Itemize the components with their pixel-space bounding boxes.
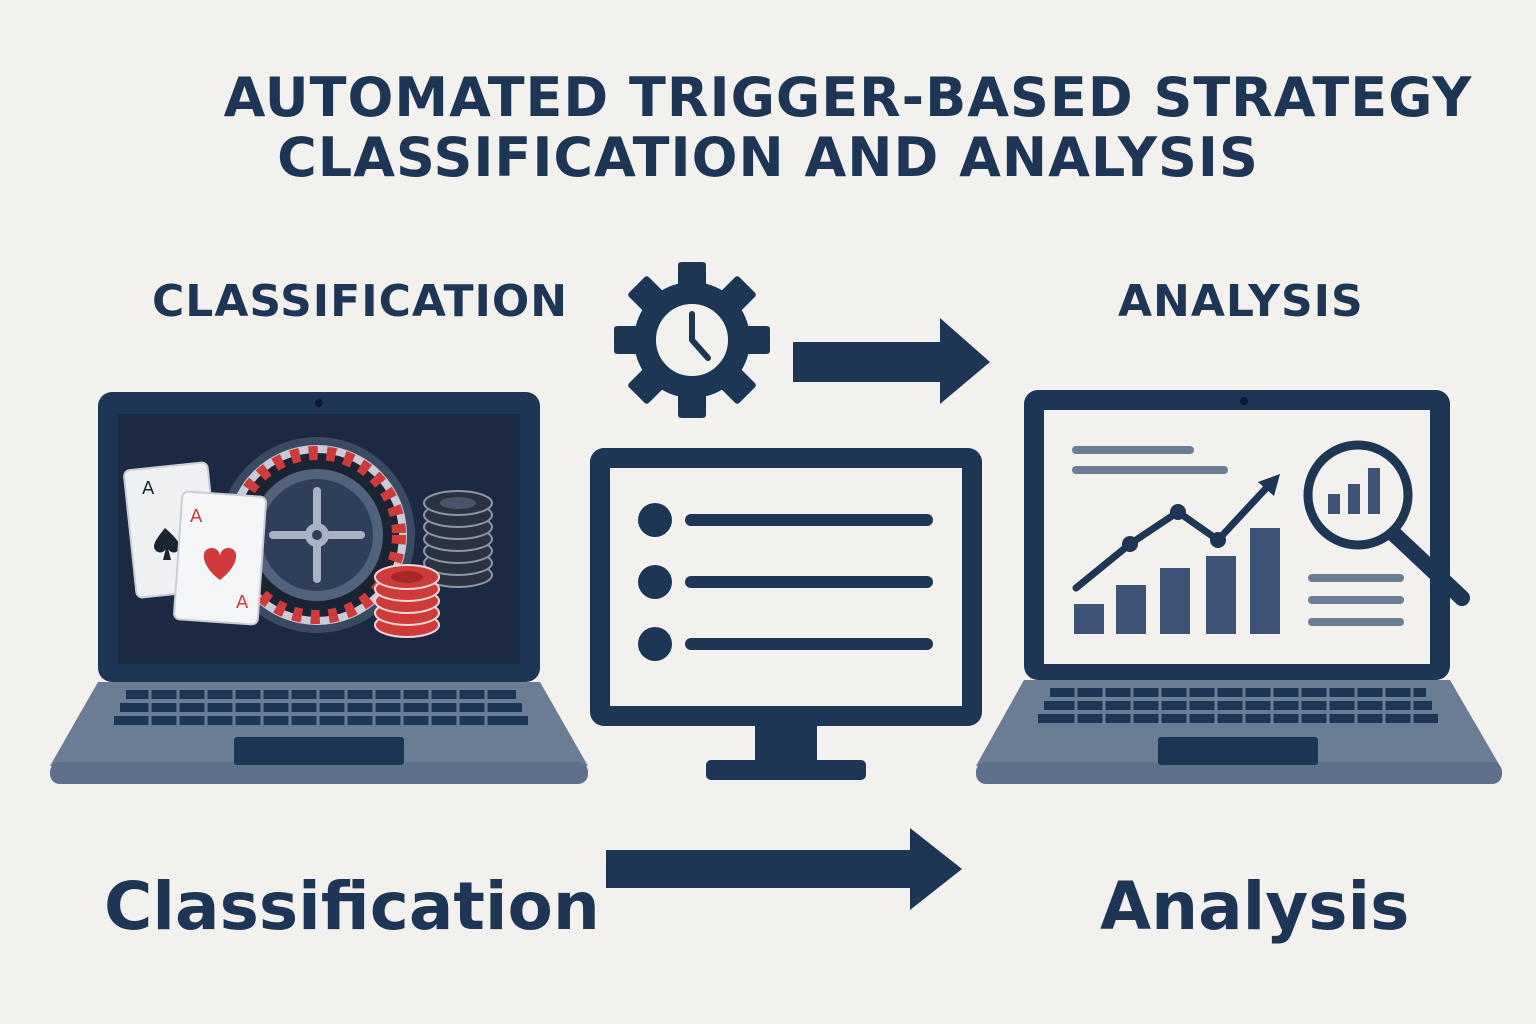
arrow-right-icon [606, 828, 962, 910]
gear-clock-icon [614, 262, 770, 418]
page-title: AUTOMATED TRIGGER-BASED STRATEGY CLASSIF… [0, 68, 1536, 188]
center-monitor [590, 448, 982, 780]
classification-label: Classification [104, 868, 600, 945]
card-rank: A [142, 478, 155, 499]
analysis-heading: ANALYSIS [1118, 276, 1364, 327]
magnifier-bar-chart-icon [1303, 440, 1470, 606]
title-line-1: AUTOMATED TRIGGER-BASED STRATEGY [223, 66, 1473, 129]
list-icon [638, 503, 933, 661]
arrow-right-icon [793, 318, 990, 404]
poker-chips-icon [374, 490, 493, 638]
card-rank: A [236, 592, 249, 613]
analysis-label: Analysis [1100, 868, 1410, 945]
keyboard [114, 690, 528, 725]
classification-heading: CLASSIFICATION [152, 276, 569, 327]
analysis-laptop [976, 390, 1502, 784]
card-rank: A [190, 506, 203, 527]
classification-laptop: A A A [50, 392, 588, 784]
title-line-2: CLASSIFICATION AND ANALYSIS [277, 126, 1259, 189]
playing-card-icon: A A [173, 490, 267, 626]
dashboard-chart-icon [1072, 446, 1404, 634]
roulette-wheel-icon [219, 437, 415, 633]
